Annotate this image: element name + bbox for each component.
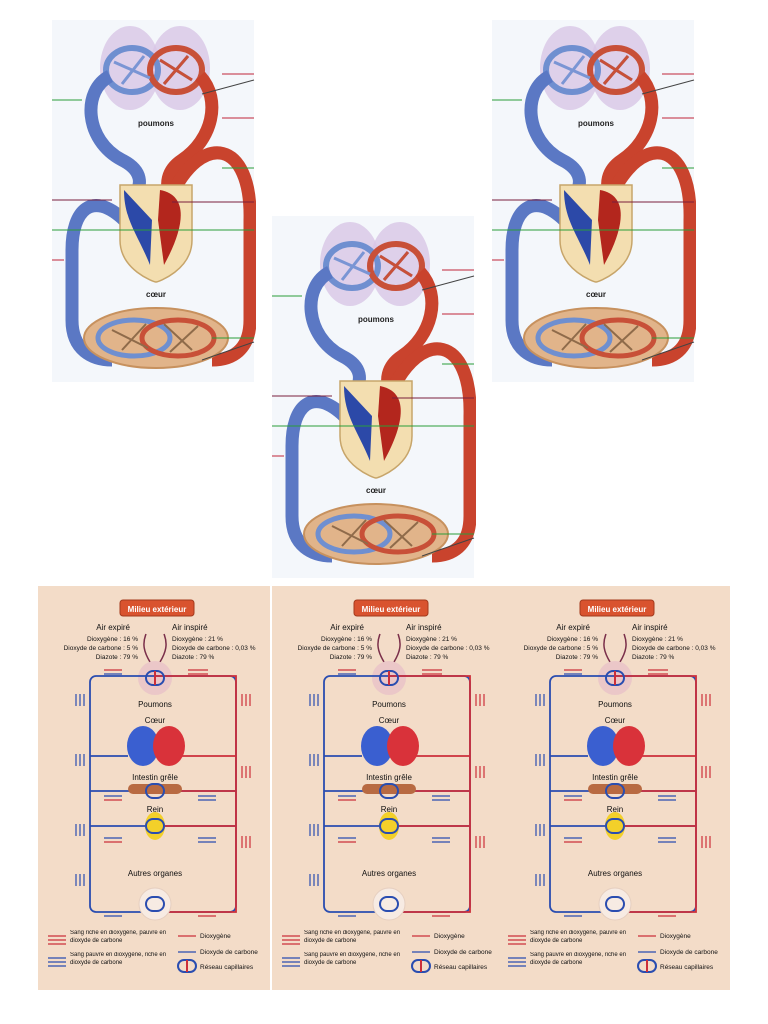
- inspired-co2: Dioxyde de carbone : 0,03 %: [406, 645, 490, 652]
- inspired-nitrogen: Diazote : 79 %: [406, 654, 448, 661]
- expired-title: Air expiré: [96, 623, 130, 632]
- expired-nitrogen: Diazote : 79 %: [96, 654, 138, 661]
- expired-nitrogen: Diazote : 79 %: [556, 654, 598, 661]
- lungs-label: poumons: [578, 119, 615, 128]
- organ-lungs: Poumons: [372, 700, 406, 709]
- circulation-illustration-1: poumons cœur: [52, 20, 256, 382]
- organ-kidney: Rein: [607, 805, 623, 814]
- inspired-title: Air inspiré: [406, 623, 442, 632]
- organ-heart: Cœur: [379, 716, 400, 725]
- schema-panel-1: Milieu extérieur Air expiré Dioxygène : …: [38, 586, 272, 990]
- expired-title: Air expiré: [330, 623, 364, 632]
- circulation-illustration-3: poumons cœur: [492, 20, 696, 382]
- legend-co2: Dioxyde de carbone: [200, 949, 258, 956]
- inspired-co2: Dioxyde de carbone : 0,03 %: [632, 645, 716, 652]
- expired-co2: Dioxyde de carbone : 5 %: [64, 645, 139, 652]
- legend-capillaries: Réseau capillaires: [660, 964, 714, 971]
- inspired-nitrogen: Diazote : 79 %: [172, 654, 214, 661]
- inspired-nitrogen: Diazote : 79 %: [632, 654, 674, 661]
- organ-others: Autres organes: [588, 869, 642, 878]
- schema-header: Milieu extérieur: [588, 605, 647, 614]
- inspired-title: Air inspiré: [632, 623, 668, 632]
- inspired-title: Air inspiré: [172, 623, 208, 632]
- legend-oxygen-poor: Sang pauvre en dioxygène, riche en dioxy…: [530, 952, 627, 966]
- organ-intestine: Intestin grêle: [592, 773, 638, 782]
- lungs-label: poumons: [358, 315, 395, 324]
- legend-co2: Dioxyde de carbone: [660, 949, 718, 956]
- schema-header: Milieu extérieur: [128, 605, 187, 614]
- legend-oxygen-poor: Sang pauvre en dioxygène, riche en dioxy…: [70, 952, 167, 966]
- organ-others: Autres organes: [128, 869, 182, 878]
- circulation-illustration-2: poumons cœur: [272, 216, 476, 578]
- lungs-label: poumons: [138, 119, 175, 128]
- legend-oxygen-rich: Sang riche en dioxygène, pauvre en dioxy…: [530, 930, 627, 944]
- organ-kidney: Rein: [147, 805, 163, 814]
- schema-panel-3: Milieu extérieur Air expiré Dioxygène : …: [498, 586, 732, 990]
- legend-capillaries: Réseau capillaires: [200, 964, 254, 971]
- organ-kidney: Rein: [381, 805, 397, 814]
- organ-lungs: Poumons: [138, 700, 172, 709]
- schema-header: Milieu extérieur: [362, 605, 421, 614]
- inspired-oxygen: Dioxygène : 21 %: [406, 636, 457, 643]
- organ-heart: Cœur: [145, 716, 166, 725]
- organ-heart: Cœur: [605, 716, 626, 725]
- legend-co2: Dioxyde de carbone: [434, 949, 492, 956]
- inspired-oxygen: Dioxygène : 21 %: [632, 636, 683, 643]
- legend-oxygen: Dioxygène: [434, 933, 465, 940]
- expired-co2: Dioxyde de carbone : 5 %: [298, 645, 373, 652]
- legend-oxygen: Dioxygène: [660, 933, 691, 940]
- legend-oxygen-rich: Sang riche en dioxygène, pauvre en dioxy…: [70, 930, 167, 944]
- expired-nitrogen: Diazote : 79 %: [330, 654, 372, 661]
- heart-label: cœur: [586, 290, 606, 299]
- legend-oxygen-poor: Sang pauvre en dioxygène, riche en dioxy…: [304, 952, 401, 966]
- schema-panel-2: Milieu extérieur Air expiré Dioxygène : …: [272, 586, 506, 990]
- expired-oxygen: Dioxygène : 16 %: [321, 636, 372, 643]
- expired-oxygen: Dioxygène : 16 %: [547, 636, 598, 643]
- heart-label: cœur: [146, 290, 166, 299]
- organ-intestine: Intestin grêle: [132, 773, 178, 782]
- organ-intestine: Intestin grêle: [366, 773, 412, 782]
- legend-oxygen-rich: Sang riche en dioxygène, pauvre en dioxy…: [304, 930, 401, 944]
- inspired-oxygen: Dioxygène : 21 %: [172, 636, 223, 643]
- legend-oxygen: Dioxygène: [200, 933, 231, 940]
- expired-title: Air expiré: [556, 623, 590, 632]
- expired-oxygen: Dioxygène : 16 %: [87, 636, 138, 643]
- inspired-co2: Dioxyde de carbone : 0,03 %: [172, 645, 256, 652]
- organ-lungs: Poumons: [598, 700, 632, 709]
- expired-co2: Dioxyde de carbone : 5 %: [524, 645, 599, 652]
- organ-others: Autres organes: [362, 869, 416, 878]
- heart-label: cœur: [366, 486, 386, 495]
- legend-capillaries: Réseau capillaires: [434, 964, 488, 971]
